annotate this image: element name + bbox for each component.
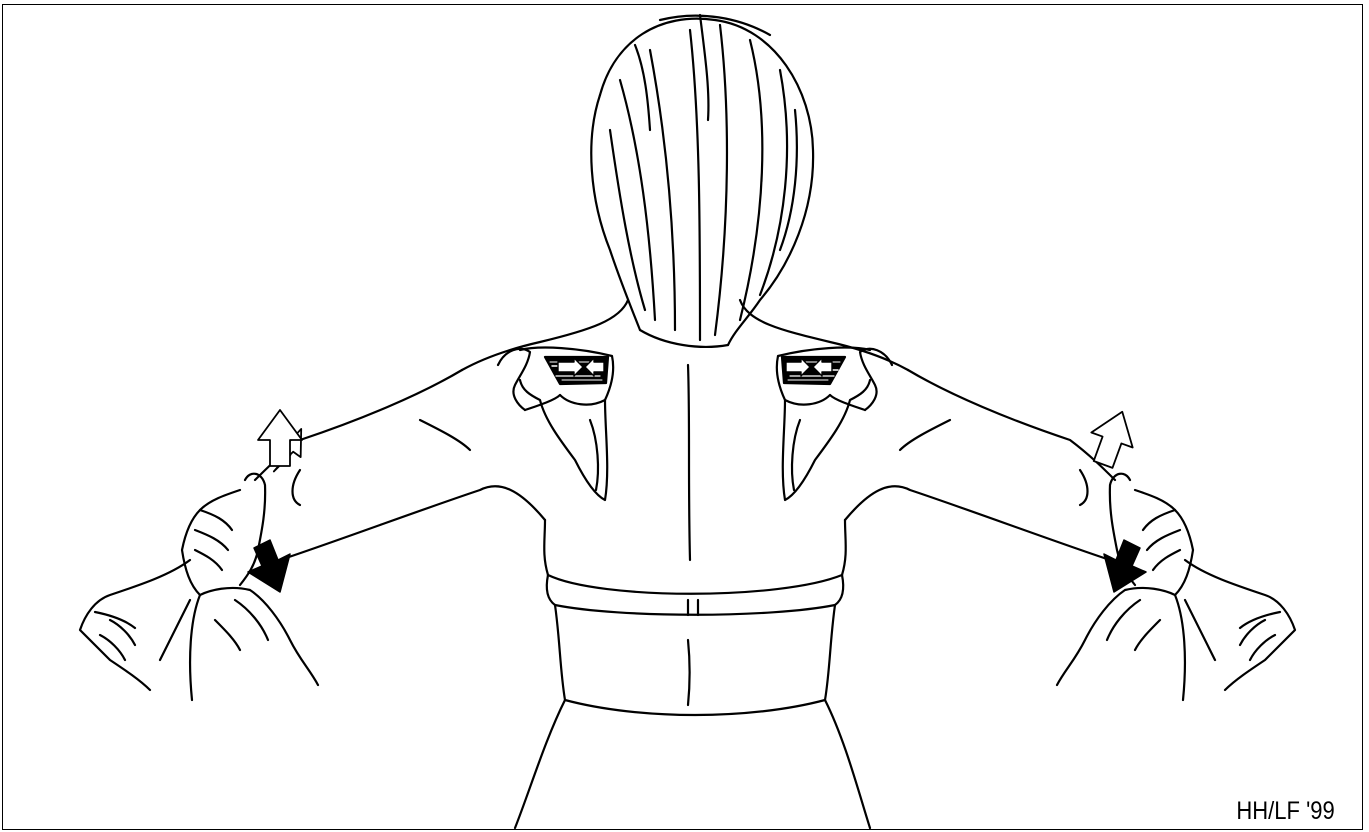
right-examiner-hand [1057,474,1193,700]
left-upward-outline-arrow [258,410,305,471]
hair [591,15,813,347]
left-examiner-hand [182,474,318,700]
right-upward-outline-arrow [1082,404,1142,472]
torso [462,300,908,828]
artist-credit: HH/LF '99 [1237,797,1335,826]
left-arm [80,370,545,690]
right-downward-solid-arrow [1104,540,1146,592]
left-downward-solid-arrow [248,540,290,592]
right-arm [845,370,1295,690]
